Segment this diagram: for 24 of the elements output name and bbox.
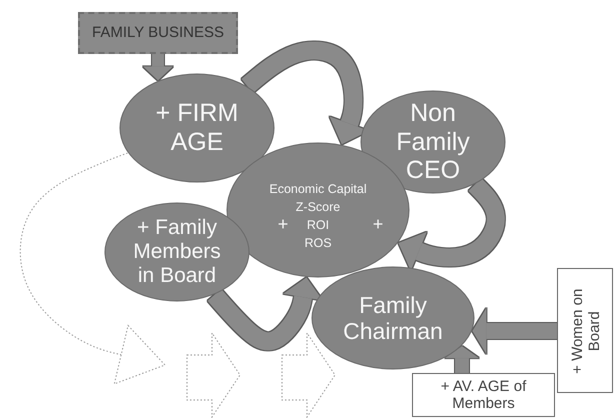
node-label: Z-Score bbox=[296, 200, 340, 214]
node-label: ROI bbox=[306, 218, 330, 232]
dotted-arrow bbox=[20, 152, 166, 384]
block-arrow bbox=[472, 308, 557, 354]
block-arrow bbox=[143, 54, 173, 80]
ellipse-node bbox=[104, 202, 250, 302]
node-label: + Women on Board bbox=[568, 287, 604, 376]
block-arrow bbox=[445, 346, 479, 373]
node-label: FAMILY BUSINESS bbox=[92, 24, 224, 42]
plus-sign: + bbox=[278, 214, 288, 235]
node-label: ROS bbox=[304, 236, 332, 250]
node-label: + Family Members in Board bbox=[132, 216, 222, 288]
plus-sign: + bbox=[372, 214, 384, 235]
text-box bbox=[78, 12, 238, 54]
node-label: Non Family CEO bbox=[395, 98, 471, 186]
ellipse-node bbox=[311, 266, 475, 370]
text-box bbox=[412, 373, 555, 417]
node-label: Family Chairman bbox=[342, 292, 444, 344]
node-label: Economic Capital bbox=[269, 182, 367, 196]
node-label: + FIRM AGE bbox=[154, 99, 240, 157]
ellipse-node bbox=[119, 73, 275, 183]
block-arrow bbox=[398, 178, 505, 271]
node-label: + AV. AGE of Members bbox=[440, 378, 528, 412]
text-box bbox=[557, 268, 613, 393]
